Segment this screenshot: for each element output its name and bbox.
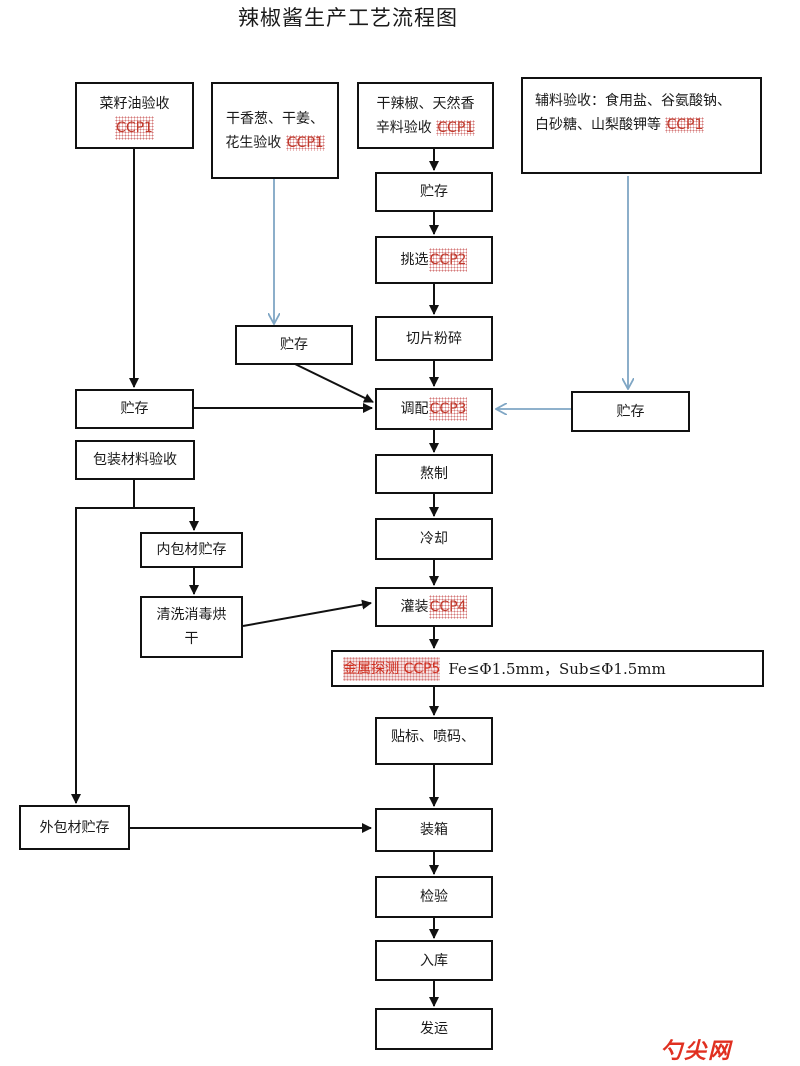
diagram-title: 辣椒酱生产工艺流程图 (238, 6, 458, 30)
ccp-tag: CCP4 (428, 595, 468, 619)
box-label: 熬制 (420, 466, 448, 482)
box-label-line1: 清洗消毒烘 (156, 607, 227, 623)
box-dried-chili-spice-receiving: 干辣椒、天然香 辛料验收 CCP1 (357, 82, 494, 149)
box-label-line2: 白砂糖、山梨酸钾等 (535, 117, 661, 133)
box-label: 冷却 (420, 531, 448, 547)
arrow-packaging-to-inner (133, 480, 199, 531)
box-blending: 调配 CCP3 (375, 388, 493, 430)
box-label-line1: 辅料验收：食用盐、谷氨酸钠、 (535, 93, 731, 109)
box-storage-main: 贮存 (375, 172, 493, 212)
box-boxing: 装箱 (375, 808, 493, 852)
box-label-line2: 花生验收 (225, 134, 282, 151)
watermark-logo: 勺尖网 (660, 1039, 733, 1064)
box-label: 挑选 (400, 252, 429, 268)
box-inner-packaging-storage: 内包材贮存 (140, 532, 243, 568)
box-labeling-coding: 贴标、喷码、 (375, 717, 493, 765)
box-label-line1: 干辣椒、天然香 (376, 95, 475, 112)
ccp-tag: CCP2 (428, 248, 468, 272)
box-scallion-ginger-peanut-receiving: 干香葱、干姜、 花生验收 CCP1 (211, 82, 339, 179)
box-metal-detection: 金属探测 CCP5 Fe≤Φ1.5mm，Sub≤Φ1.5mm (331, 650, 764, 687)
ccp-tag: CCP1 (665, 117, 705, 133)
box-label: 包装材料验收 (93, 452, 177, 468)
box-storage-oil: 贮存 (75, 389, 194, 429)
box-label-line1: 干香葱、干姜、 (226, 110, 324, 127)
box-auxiliary-receiving: 辅料验收：食用盐、谷氨酸钠、 白砂糖、山梨酸钾等 CCP1 (521, 77, 762, 174)
box-label: 发运 (420, 1021, 448, 1037)
box-rapeseed-oil-receiving: 菜籽油验收 CCP1 (75, 82, 194, 149)
box-label: 贮存 (616, 403, 645, 420)
box-packaging-material-receiving: 包装材料验收 (75, 440, 195, 480)
ccp-tag: CCP1 (436, 119, 476, 136)
ccp-tag: CCP3 (428, 397, 468, 421)
box-label: 贮存 (280, 337, 308, 353)
ccp-tag: 金属探测 CCP5 (343, 656, 441, 681)
box-label: 内包材贮存 (156, 542, 227, 558)
metal-detection-spec: Fe≤Φ1.5mm，Sub≤Φ1.5mm (448, 659, 666, 678)
box-inspection: 检验 (375, 876, 493, 918)
box-storage-aux: 贮存 (571, 391, 690, 432)
box-label: 贮存 (120, 401, 149, 417)
box-label: 贮存 (420, 184, 448, 200)
box-label: 调配 (400, 401, 429, 417)
box-label: 装箱 (420, 822, 448, 838)
box-filling: 灌装 CCP4 (375, 587, 493, 627)
box-storage-scallion: 贮存 (235, 325, 353, 365)
box-label: 外包材贮存 (39, 819, 110, 836)
box-warehousing: 入库 (375, 940, 493, 981)
box-sorting: 挑选 CCP2 (375, 236, 493, 284)
box-label-line2: 辛料验收 (375, 119, 432, 136)
box-label: 检验 (420, 889, 448, 905)
box-label: 贴标、喷码、 (391, 729, 475, 745)
box-slicing: 切片粉碎 (375, 316, 493, 361)
box-cooling: 冷却 (375, 518, 493, 560)
box-label: 菜籽油验收 (99, 95, 170, 112)
ccp-tag: CCP1 (115, 115, 154, 140)
ccp-tag: CCP1 (285, 134, 325, 151)
arrow-packaging-to-outer (71, 507, 134, 804)
arrow-scallionstorage-to-blending (294, 363, 374, 403)
box-label: 灌装 (400, 599, 429, 615)
arrow-clean-to-filling (242, 599, 372, 627)
box-label: 入库 (420, 952, 448, 969)
box-outer-packaging-storage: 外包材贮存 (19, 805, 130, 850)
box-shipping: 发运 (375, 1008, 493, 1050)
box-label-line2: 干 (184, 631, 199, 647)
box-label: 切片粉碎 (406, 330, 462, 347)
box-clean-disinfect-dry: 清洗消毒烘 干 (140, 596, 243, 658)
box-boiling: 熬制 (375, 454, 493, 494)
